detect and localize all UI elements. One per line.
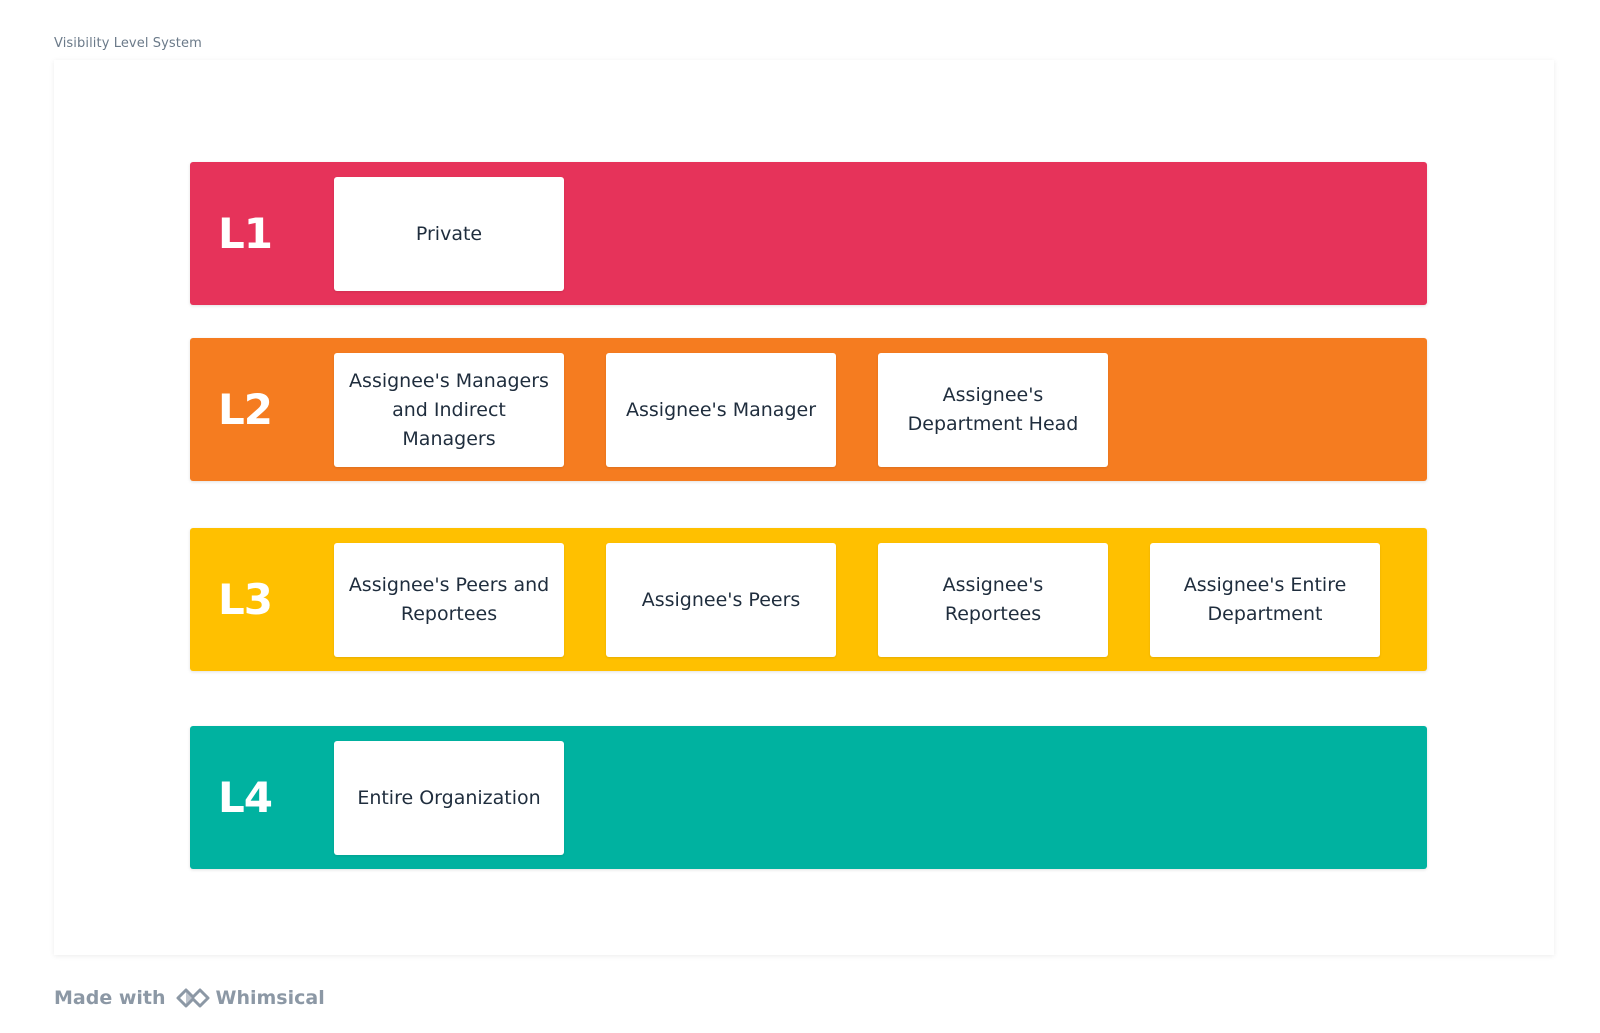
visibility-card[interactable]: Entire Organization	[334, 741, 564, 855]
visibility-card[interactable]: Assignee's Entire Department	[1150, 543, 1380, 657]
card-label: Assignee's Entire Department	[1183, 574, 1347, 625]
whimsical-brand: Whimsical	[215, 987, 325, 1009]
card-label: Assignee's Department Head	[907, 384, 1079, 435]
level-band-l2[interactable]: L2 Assignee's Managers and Indirect Mana…	[190, 338, 1427, 481]
visibility-card[interactable]: Assignee's Reportees	[878, 543, 1108, 657]
card-label: Assignee's Peers and Reportees	[348, 574, 550, 625]
card-label: Assignee's Reportees	[942, 574, 1044, 625]
level-band-l3[interactable]: L3 Assignee's Peers and Reportees Assign…	[190, 528, 1427, 671]
visibility-card[interactable]: Assignee's Managers and Indirect Manager…	[334, 353, 564, 467]
card-label: Private	[415, 222, 483, 245]
card-label: Assignee's Managers and Indirect Manager…	[349, 369, 549, 450]
level-label: L2	[218, 385, 273, 434]
level-label: L3	[218, 575, 273, 624]
level-band-l4[interactable]: L4 Entire Organization	[190, 726, 1427, 869]
visibility-card[interactable]: Assignee's Peers and Reportees	[334, 543, 564, 657]
level-label: L4	[218, 773, 273, 822]
card-label: Assignee's Manager	[626, 398, 816, 421]
diagram-canvas[interactable]: L1 Private L2 Assignee's Managers and In…	[54, 60, 1554, 955]
whimsical-logo-icon	[174, 984, 212, 1012]
made-with-label: Made with	[54, 987, 166, 1009]
visibility-card[interactable]: Assignee's Department Head	[878, 353, 1108, 467]
card-label: Entire Organization	[357, 786, 541, 809]
visibility-card[interactable]: Private	[334, 177, 564, 291]
visibility-card[interactable]: Assignee's Peers	[606, 543, 836, 657]
visibility-card[interactable]: Assignee's Manager	[606, 353, 836, 467]
card-label: Assignee's Peers	[641, 588, 801, 611]
board-title: Visibility Level System	[54, 36, 202, 51]
level-label: L1	[218, 209, 273, 258]
made-with-footer[interactable]: Made with Whimsical	[54, 984, 325, 1012]
level-band-l1[interactable]: L1 Private	[190, 162, 1427, 305]
